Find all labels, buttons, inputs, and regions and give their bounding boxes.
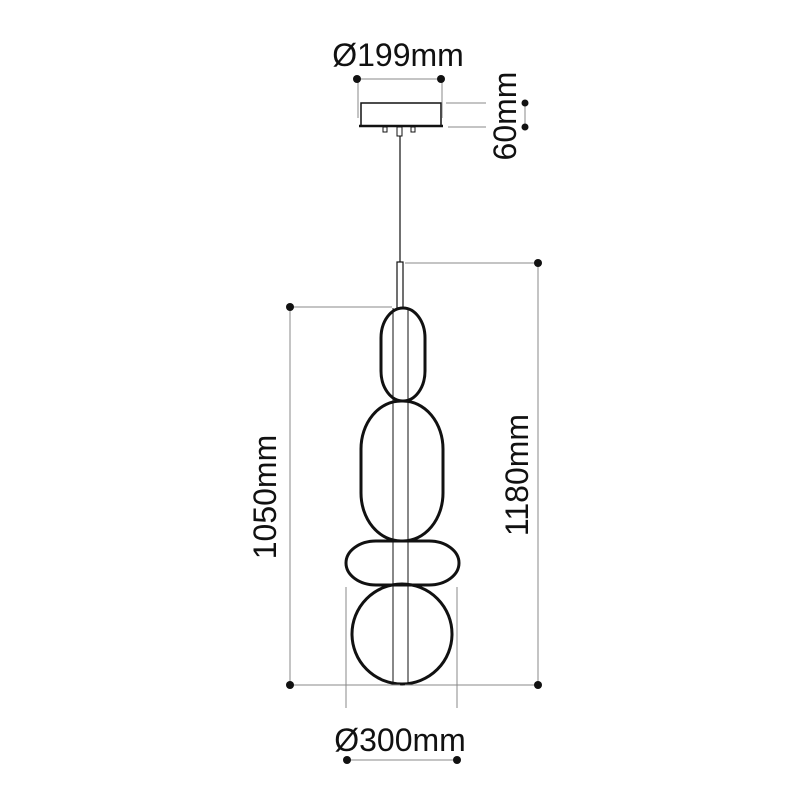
canopy-height-dimension: 60mm bbox=[446, 72, 529, 161]
canopy-diameter-label: Ø199mm bbox=[332, 37, 464, 73]
glass-shades bbox=[344, 306, 461, 686]
suspension-rod bbox=[396, 261, 404, 309]
total-height-dimension: 1180mm bbox=[405, 259, 542, 689]
shade-diameter-dimension: Ø300mm bbox=[334, 587, 466, 764]
shade-4 bbox=[350, 582, 454, 686]
shade-1 bbox=[379, 306, 427, 403]
canopy bbox=[359, 102, 443, 137]
shade-height-dimension: 1050mm bbox=[247, 303, 400, 689]
shade-diameter-label: Ø300mm bbox=[334, 722, 466, 758]
shade-3 bbox=[344, 539, 461, 587]
shade-height-label: 1050mm bbox=[247, 435, 283, 560]
canopy-diameter-dimension: Ø199mm bbox=[332, 37, 464, 118]
shade-2 bbox=[359, 399, 445, 543]
total-height-label: 1180mm bbox=[499, 414, 535, 536]
canopy-height-label: 60mm bbox=[487, 72, 523, 161]
